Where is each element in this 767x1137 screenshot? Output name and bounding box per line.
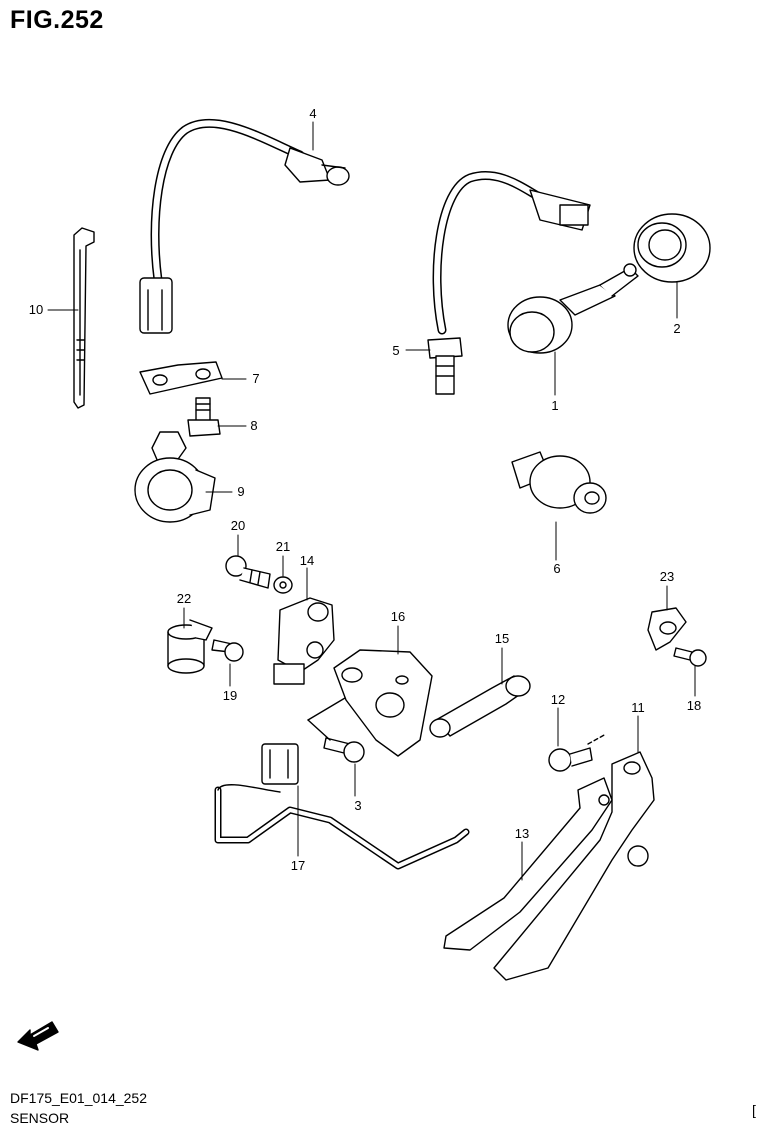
part-5-sensor-harness [427,170,591,395]
callout-labels: 4 10 5 1 2 7 8 9 6 20 21 14 22 19 16 15 … [29,106,701,873]
callout-2: 2 [673,321,680,336]
callout-8: 8 [250,418,257,433]
part-13-arm [443,777,613,951]
part-16-bracket [333,649,433,757]
part-20-bolt [225,555,271,589]
part-18-screw [673,647,707,667]
part-1-sensor [507,263,639,354]
callout-5: 5 [392,343,399,358]
callout-19: 19 [223,688,237,703]
callout-13: 13 [515,826,529,841]
part-2-grommet [633,213,711,283]
corner-mark: [ [752,1102,756,1118]
callout-17: 17 [291,858,305,873]
part-8-bolt [187,397,221,437]
part-23-clip [647,607,687,651]
figure-title: FIG.252 [10,6,104,34]
part-21-washer [273,576,293,594]
callout-1: 1 [551,398,558,413]
callout-10: 10 [29,302,43,317]
part-15-link [429,675,531,738]
callout-16: 16 [391,609,405,624]
callout-20: 20 [231,518,245,533]
part-19-bolt [211,639,244,662]
part-12-bolt [548,733,607,772]
callout-4: 4 [309,106,316,121]
callout-9: 9 [237,484,244,499]
part-10-cable-tie [73,227,95,409]
callout-12: 12 [551,692,565,707]
part-7-bracket [139,361,223,395]
part-14-sensor [273,597,335,685]
callout-3: 3 [354,798,361,813]
forward-direction-arrow-icon [17,1021,59,1051]
callout-14: 14 [300,553,314,568]
callout-23: 23 [660,569,674,584]
callout-22: 22 [177,591,191,606]
callout-18: 18 [687,698,701,713]
callout-7: 7 [252,371,259,386]
callout-15: 15 [495,631,509,646]
figure-name: SENSOR [10,1110,70,1126]
leader-lines [47,121,696,881]
figure-code: DF175_E01_014_252 [10,1090,148,1106]
callout-11: 11 [631,700,645,715]
callout-6: 6 [553,561,560,576]
part-22-collar [167,619,213,674]
part-17-harness [214,743,470,870]
part-3-bolt [307,697,365,763]
part-9-clamp [134,431,216,523]
part-11-bracket [493,751,655,981]
part-4-sensor-harness [139,118,350,334]
part-6-sensor [511,451,607,514]
callout-21: 21 [276,539,290,554]
